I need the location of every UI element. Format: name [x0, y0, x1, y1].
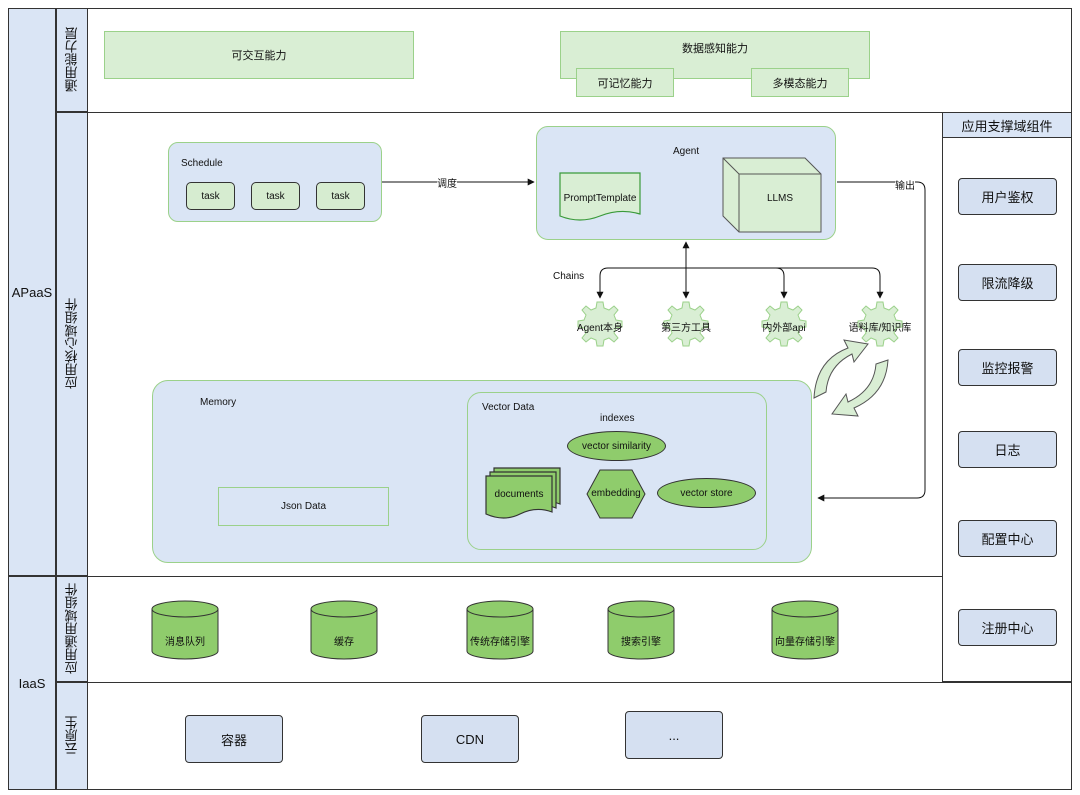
vector-store-label: vector store	[680, 487, 733, 499]
task-label: task	[331, 190, 350, 202]
layer-iaas: IaaS	[8, 576, 56, 790]
agent-title: Agent	[673, 146, 700, 157]
component-label: 消息队列	[165, 637, 205, 648]
vector-similarity-node: vector similarity	[567, 431, 666, 461]
documents-stack-shape	[485, 467, 561, 519]
cap-multimodal-label: 多模态能力	[772, 77, 828, 90]
support-item: 注册中心	[958, 609, 1057, 646]
cap-memory: 可记忆能力	[576, 68, 674, 97]
cloud-item-container: 容器	[185, 715, 283, 763]
support-item-label: 监控报警	[981, 361, 1034, 376]
embedding-label: embedding	[591, 488, 641, 499]
memory-title: Memory	[200, 397, 237, 408]
cloud-item-cdn: CDN	[421, 715, 519, 763]
documents-label: documents	[494, 489, 544, 500]
row-separator	[88, 576, 942, 577]
vector-store-node: vector store	[657, 478, 756, 508]
cloud-item-label: CDN	[455, 731, 485, 747]
component-label: 向量存储引擎	[775, 637, 835, 648]
database-icon	[771, 600, 839, 660]
gear-icon	[577, 301, 623, 347]
output-label: 输出	[895, 177, 915, 192]
chain-label: 语料库/知识库	[848, 323, 912, 334]
schedule-block: Schedule task task task	[168, 142, 382, 222]
cap-multimodal: 多模态能力	[751, 68, 849, 97]
task-box: task	[316, 182, 365, 210]
cycle-arrows-icon	[813, 339, 889, 417]
cloud-item-label: 容器	[220, 732, 247, 748]
row-separator	[88, 112, 1072, 113]
database-icon	[310, 600, 378, 660]
support-item: 监控报警	[958, 349, 1057, 386]
llms-cube-shape	[722, 157, 822, 233]
component-label: 缓存	[334, 637, 354, 648]
layer-iaas-label: IaaS	[18, 675, 46, 691]
support-item-label: 配置中心	[981, 532, 1034, 547]
embedding-shape	[586, 469, 646, 519]
support-item-label: 日志	[994, 443, 1021, 458]
row-separator	[88, 682, 1072, 683]
cap-interactive: 可交互能力	[104, 31, 414, 79]
chain-label: Agent本身	[576, 323, 624, 334]
cap-perception-label: 数据感知能力	[682, 43, 748, 55]
component-label: 搜索引擎	[621, 637, 661, 648]
cap-interactive-label: 可交互能力	[231, 50, 287, 62]
layer-apaas: APaaS	[8, 8, 56, 576]
support-title-label: 应用支撑域组件	[961, 118, 1053, 134]
support-title: 应用支撑域组件	[942, 112, 1072, 138]
support-item: 配置中心	[958, 520, 1057, 557]
gear-icon	[761, 301, 807, 347]
json-data-box: Json Data	[218, 487, 389, 526]
gear-icon	[857, 301, 903, 347]
prompt-template-shape	[559, 172, 641, 221]
dispatch-label: 调度	[437, 175, 457, 190]
task-label: task	[266, 190, 285, 202]
support-item-label: 用户鉴权	[981, 190, 1034, 205]
vector-similarity-label: vector similarity	[582, 440, 651, 452]
support-item-label: 注册中心	[981, 621, 1034, 636]
task-label: task	[201, 190, 220, 202]
json-data-label: Json Data	[280, 501, 327, 512]
database-icon	[466, 600, 534, 660]
support-item: 限流降级	[958, 264, 1057, 301]
component-label: 传统存储引擎	[470, 637, 530, 648]
chain-label: 第三方工具	[661, 323, 711, 334]
chain-label: 内外部api	[762, 323, 806, 334]
schedule-title: Schedule	[181, 158, 223, 169]
indexes-label: indexes	[600, 413, 635, 424]
vector-data-title: Vector Data	[482, 402, 535, 413]
support-item: 用户鉴权	[958, 178, 1057, 215]
prompt-template-label: PromptTemplate	[563, 193, 637, 204]
cloud-item-label: ...	[668, 727, 680, 743]
cap-memory-label: 可记忆能力	[597, 77, 653, 90]
layer-apaas-label: APaaS	[11, 284, 53, 300]
support-column-frame	[942, 138, 1072, 682]
task-box: task	[251, 182, 300, 210]
task-box: task	[186, 182, 235, 210]
llms-label: LLMS	[766, 193, 794, 204]
chains-title: Chains	[553, 271, 585, 282]
support-item: 日志	[958, 431, 1057, 468]
gear-icon	[663, 301, 709, 347]
support-item-label: 限流降级	[981, 276, 1034, 291]
database-icon	[607, 600, 675, 660]
cloud-item-more: ...	[625, 711, 723, 759]
database-icon	[151, 600, 219, 660]
